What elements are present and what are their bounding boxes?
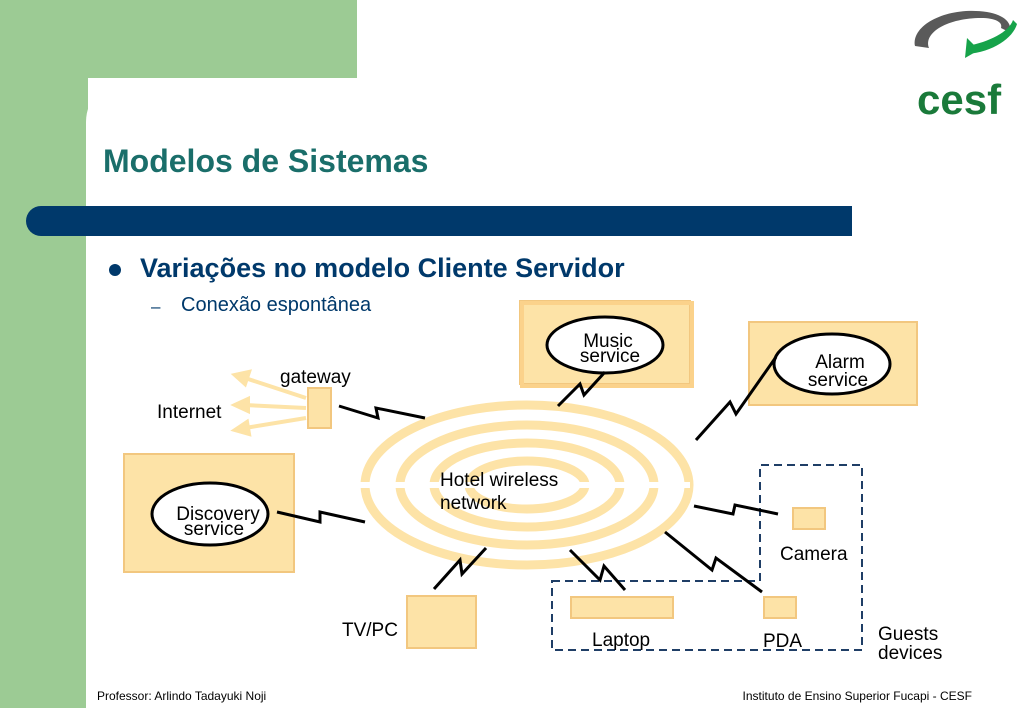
footer-institution: Instituto de Ensino Superior Fucapi - CE…: [742, 689, 972, 703]
link-pda: [664, 530, 763, 594]
title-underline-bar: [26, 206, 852, 236]
sub-bullet-marker: –: [151, 297, 161, 316]
music-label-line2: service: [580, 346, 640, 367]
music-service-box: Music service: [519, 300, 694, 388]
logo-text: cesf: [917, 76, 1002, 123]
guests-label-line1: Guests: [878, 624, 938, 645]
music-label-line1: Music: [583, 331, 633, 352]
discovery-service-box: Discovery service: [123, 453, 295, 573]
network-label-line1: Hotel wireless: [440, 470, 558, 491]
pda-device: [763, 596, 797, 619]
internet-arrows: [230, 369, 307, 437]
guests-devices-region: [551, 464, 863, 651]
gateway-label: gateway: [280, 367, 351, 388]
camera-device: [792, 507, 826, 530]
tvpc-device: [406, 595, 477, 649]
tvpc-label: TV/PC: [342, 620, 398, 641]
laptop-label: Laptop: [592, 630, 650, 651]
sub-bullet-text: Conexão espontânea: [181, 294, 372, 316]
alarm-label-line2: service: [808, 370, 868, 391]
left-green-strip: [0, 0, 88, 708]
pda-label: PDA: [763, 631, 802, 652]
discovery-label-line2: service: [184, 519, 244, 540]
bullet-dot: [109, 264, 121, 276]
link-gateway: [338, 404, 426, 421]
cesf-logo: cesf: [909, 2, 1017, 126]
top-green-block: [0, 0, 357, 78]
link-music: [556, 370, 607, 408]
alarm-label-line1: Alarm: [815, 352, 865, 373]
wireless-links: [276, 356, 779, 594]
cesf-logo-icon: cesf: [909, 2, 1017, 126]
bullet-text: Variações no modelo Cliente Servidor: [140, 253, 625, 283]
link-tvpc: [432, 546, 488, 591]
slide-title: Modelos de Sistemas: [103, 143, 429, 179]
camera-label: Camera: [780, 544, 848, 565]
gateway-device: [307, 387, 332, 429]
discovery-label-line1: Discovery: [176, 504, 260, 525]
link-discovery: [276, 510, 366, 524]
link-camera: [693, 503, 779, 516]
internet-label: Internet: [157, 402, 222, 423]
footer-professor: Professor: Arlindo Tadayuki Noji: [97, 689, 267, 703]
network-label-line2: network: [440, 493, 507, 514]
alarm-service-box: Alarm service: [748, 321, 918, 406]
link-laptop: [568, 548, 627, 591]
guests-label-line2: devices: [878, 643, 942, 664]
laptop-device: [570, 596, 674, 619]
link-alarm: [694, 356, 778, 442]
